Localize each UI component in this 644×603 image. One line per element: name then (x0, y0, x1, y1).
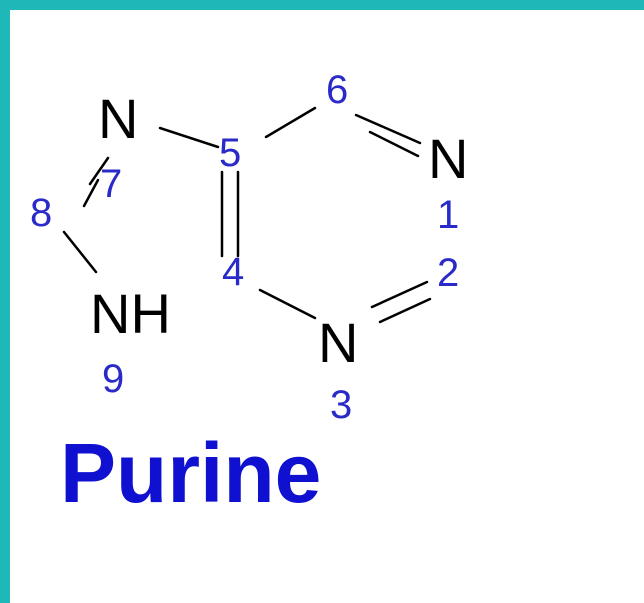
atom-labels: N N NH N (90, 87, 468, 374)
position-number-1: 1 (437, 193, 459, 237)
position-number-6: 6 (326, 68, 348, 112)
position-number-2: 2 (437, 251, 459, 295)
atom-nh9: NH (90, 282, 171, 345)
atom-n7: N (98, 87, 138, 150)
atom-n3: N (318, 311, 358, 374)
white-panel (10, 10, 644, 603)
bond-n3-c2-a (370, 280, 429, 309)
bond-c6-n1-a (354, 113, 422, 145)
position-number-8: 8 (30, 191, 52, 235)
position-number-7: 7 (100, 162, 122, 206)
bond-c5-c6 (264, 106, 317, 139)
bond-c8-n9 (62, 230, 98, 274)
position-number-4: 4 (222, 250, 244, 294)
bond-n7-c8-a (88, 156, 110, 186)
bond-n7-c8-b (82, 178, 100, 208)
bond-n7-c5 (158, 126, 220, 149)
bond-c4-n3 (258, 288, 317, 320)
bond-c6-n1-b (368, 130, 420, 158)
position-number-5: 5 (219, 131, 241, 175)
diagram-title: Purine (60, 426, 321, 520)
position-numbers: 6 5 7 8 1 4 2 9 3 (30, 68, 459, 427)
atom-n1: N (428, 127, 468, 190)
position-number-3: 3 (330, 383, 352, 427)
position-number-9: 9 (102, 357, 124, 401)
bond-n3-c2-b (378, 297, 432, 324)
bonds (62, 106, 432, 324)
